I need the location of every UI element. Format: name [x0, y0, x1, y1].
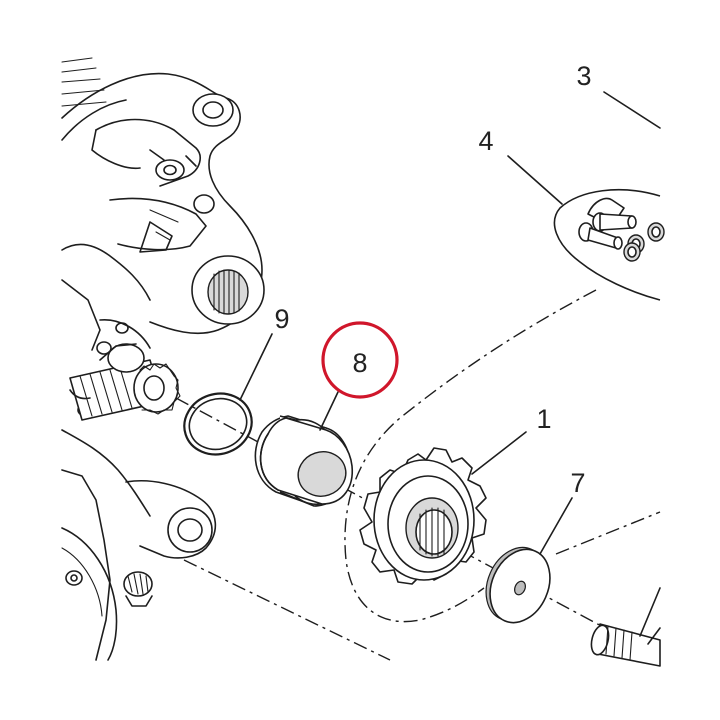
lower-boss	[167, 507, 213, 553]
sprocket-bolt	[590, 587, 661, 667]
callout-4: 4	[478, 126, 493, 156]
callout-8: 8	[352, 348, 367, 378]
part-1-sprocket	[359, 431, 527, 585]
part-9-o-ring	[183, 333, 273, 456]
callout-7: 7	[570, 468, 585, 498]
leader-3	[603, 91, 661, 129]
callout-9: 9	[274, 304, 289, 334]
part-7-washer	[485, 497, 573, 624]
leader-7	[539, 497, 573, 555]
leader-4	[507, 155, 563, 205]
engine-case	[61, 57, 265, 661]
part-8-spacer	[254, 391, 353, 507]
part-3-chain	[603, 91, 661, 129]
callout-1: 1	[536, 404, 551, 434]
leader-1	[471, 431, 527, 475]
highlight-circle	[321, 321, 399, 399]
leader-8	[319, 391, 339, 431]
upper-boss	[192, 93, 234, 127]
leader-9	[239, 333, 273, 401]
part-4-chain-link	[507, 155, 665, 301]
callout-3: 3	[576, 61, 591, 91]
